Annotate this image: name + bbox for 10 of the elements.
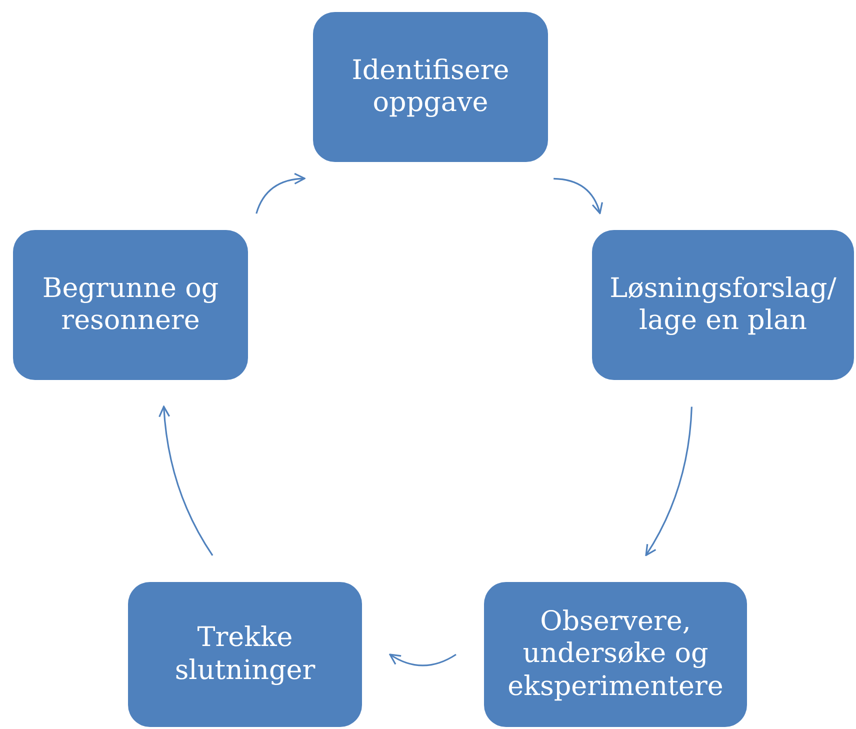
- curved-arrow: [554, 178, 603, 214]
- curved-arrow: [158, 406, 214, 556]
- curved-arrow: [256, 173, 306, 214]
- process-box: Trekke slutninger: [128, 582, 362, 727]
- process-box: Løsningsforslag/ lage en plan: [592, 230, 854, 380]
- process-box: Begrunne og resonnere: [13, 230, 248, 380]
- curved-arrow: [389, 654, 456, 666]
- curved-arrow: [645, 406, 692, 556]
- process-box: Observere, undersøke og eksperimentere: [484, 582, 747, 727]
- process-box: Identifisere oppgave: [313, 12, 548, 162]
